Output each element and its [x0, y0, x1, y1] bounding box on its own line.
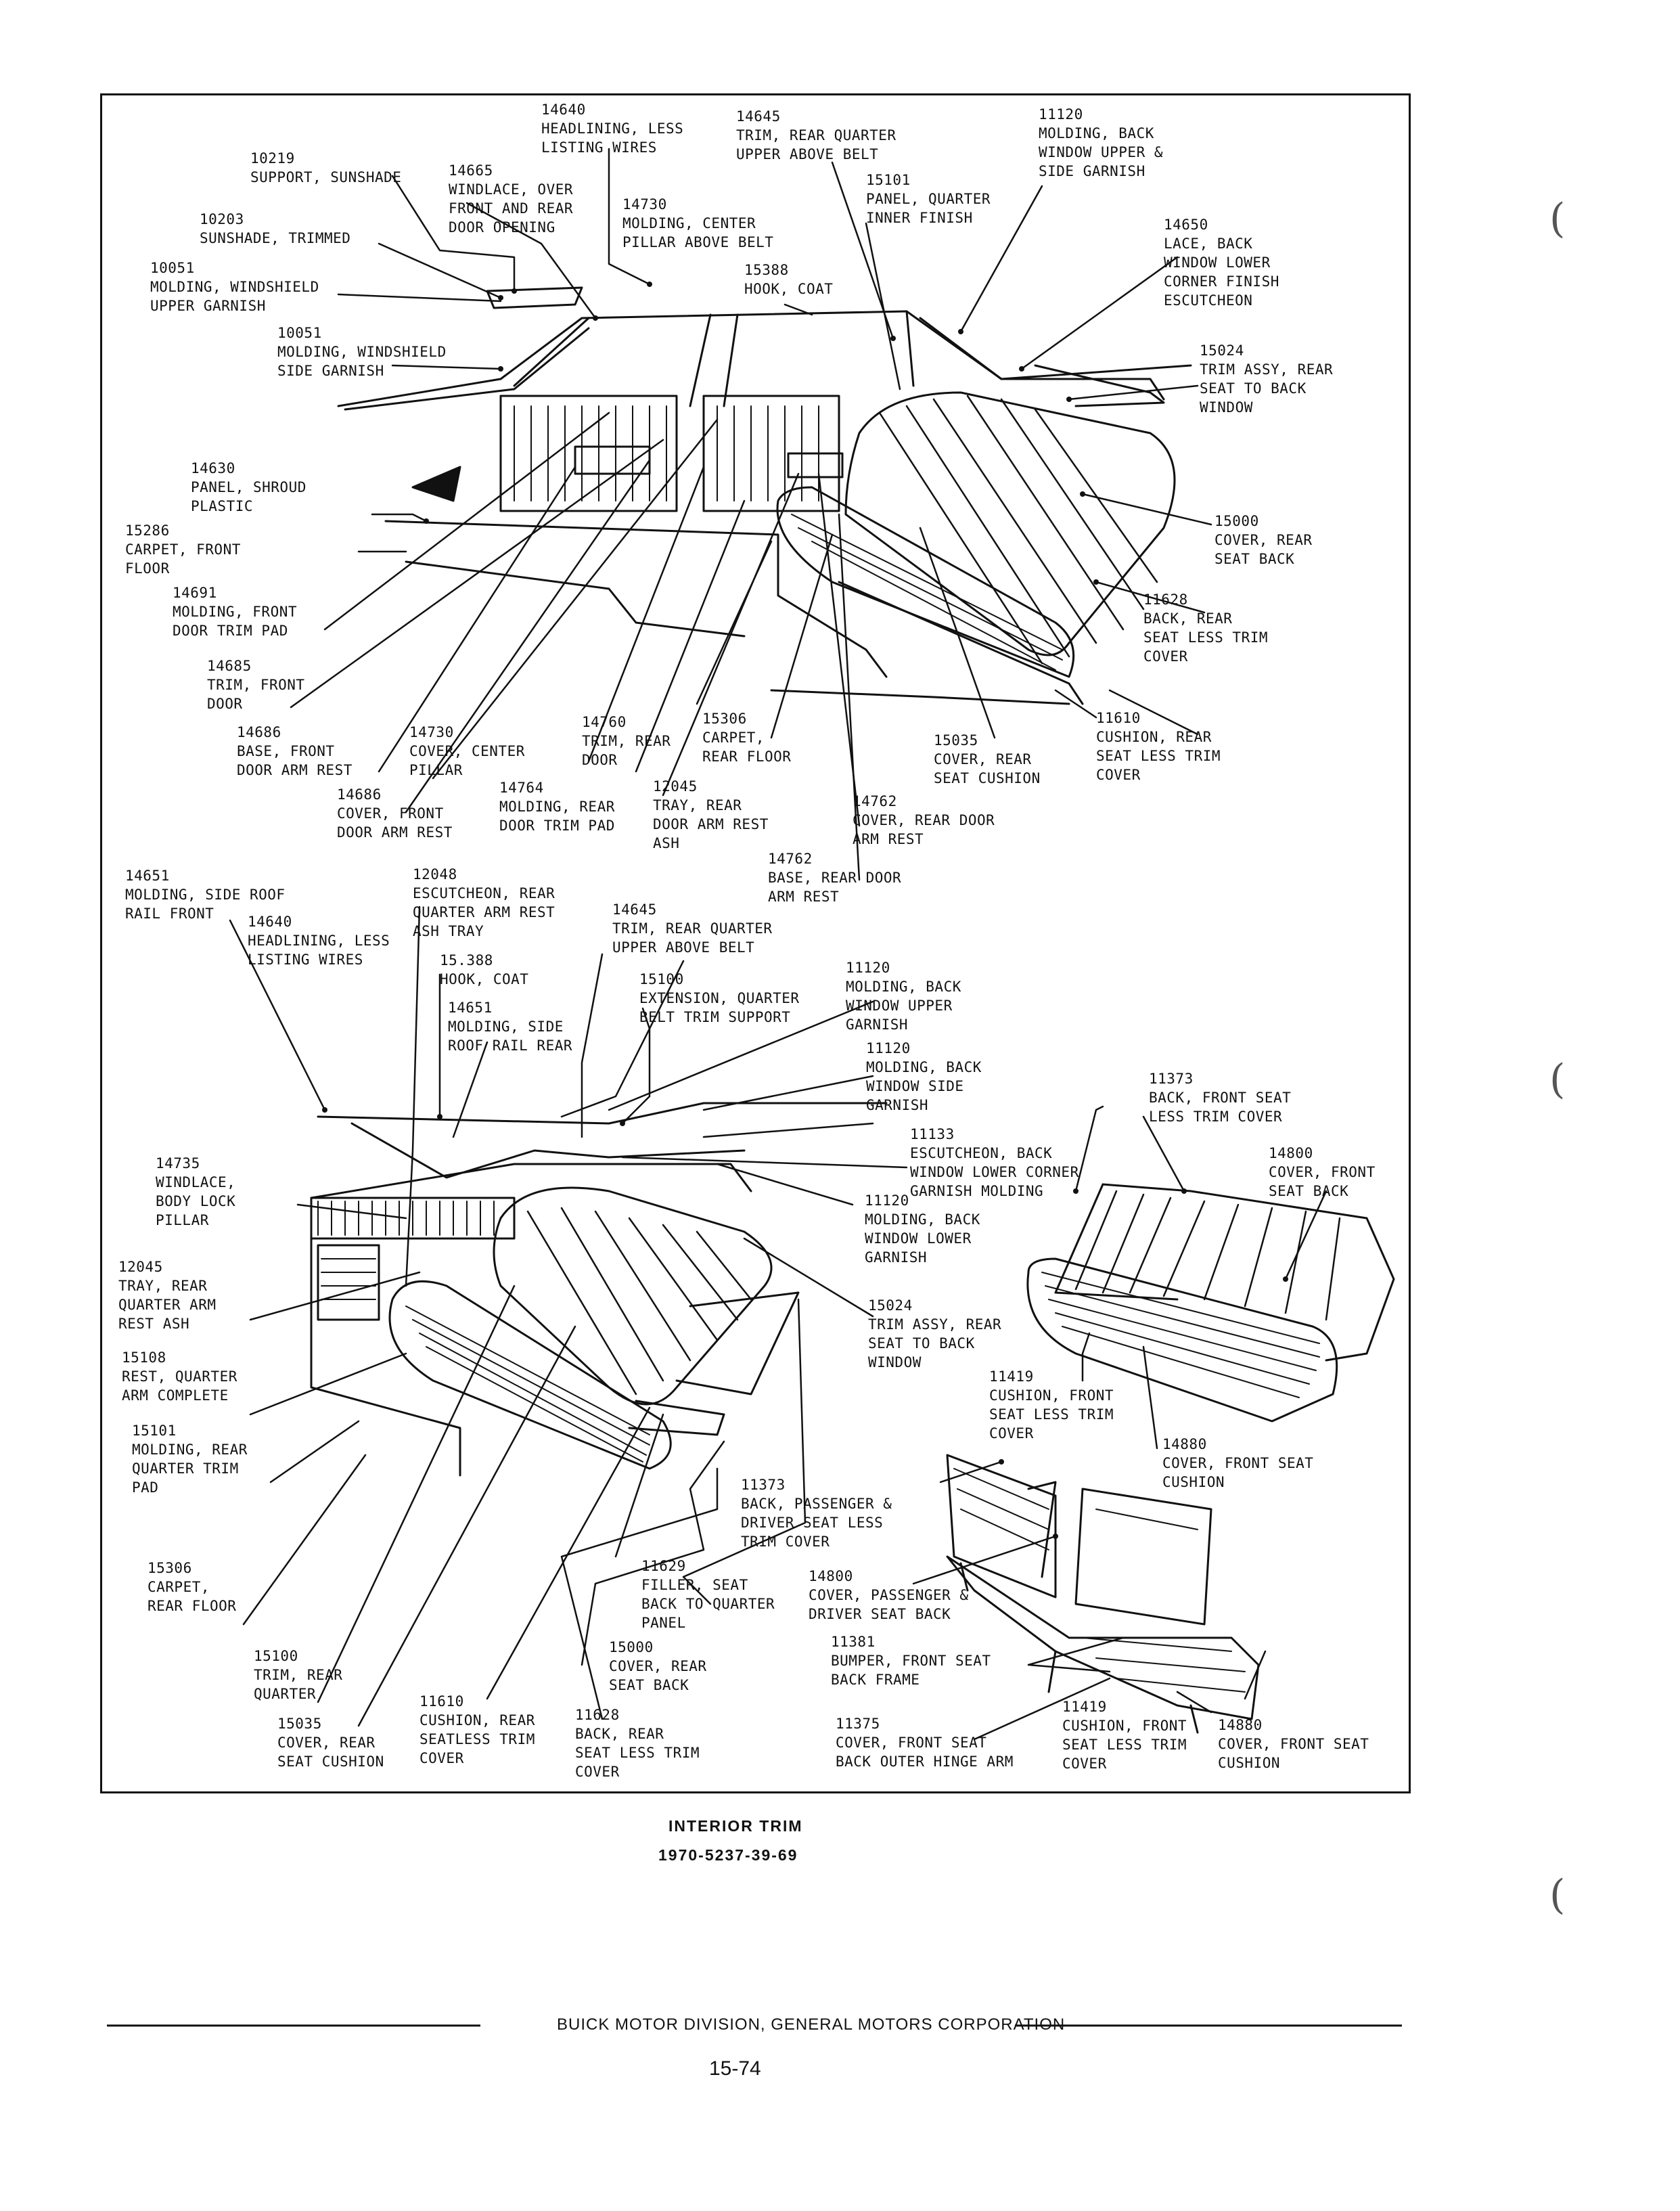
arrowheads	[322, 282, 1288, 1539]
footer-text: BUICK MOTOR DIVISION, GENERAL MOTORS COR…	[557, 2015, 1066, 2034]
front-bench-seat-drawing	[1026, 1183, 1395, 1423]
lower-quarter-drawing	[310, 1102, 888, 1477]
diagram-code: 1970-5237-39-69	[658, 1846, 798, 1864]
upper-interior-drawing	[337, 286, 1192, 705]
margin-mark: (	[1549, 1871, 1566, 1919]
margin-mark: (	[1549, 1056, 1566, 1103]
leader-lines	[229, 148, 1327, 1741]
diagram-title: INTERIOR TRIM	[668, 1817, 803, 1835]
diagram-frame	[100, 93, 1411, 1793]
page-number: 15-74	[709, 2057, 761, 2080]
margin-mark: (	[1549, 195, 1566, 242]
